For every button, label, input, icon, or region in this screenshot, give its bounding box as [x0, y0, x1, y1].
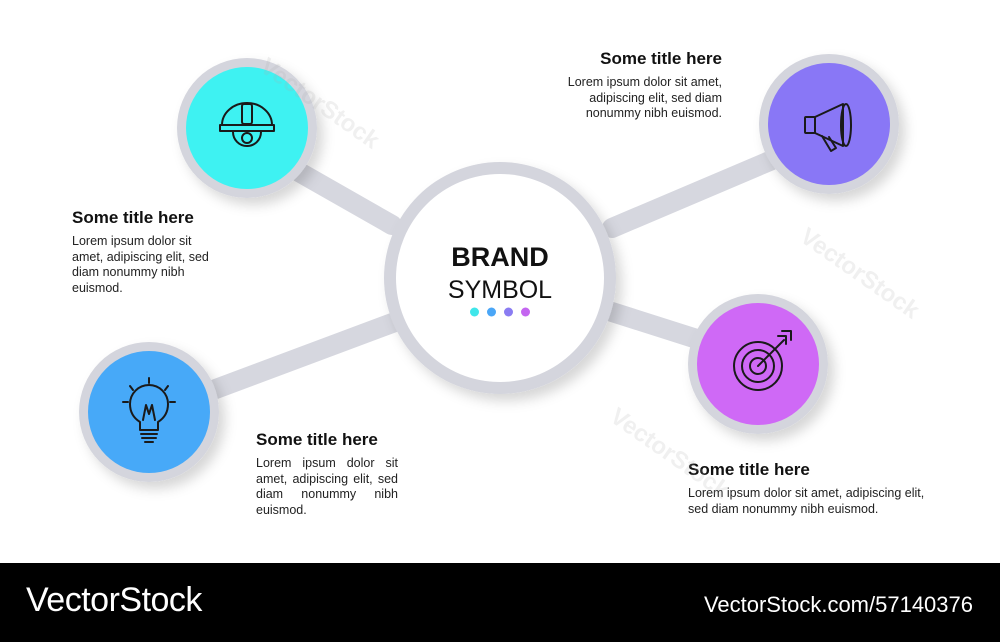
center-dot: [487, 307, 496, 317]
connector-bottom-left: [195, 312, 405, 403]
center-title: BRAND: [451, 242, 549, 272]
connectors: [195, 150, 782, 403]
text-block-construction: Some title here Lorem ipsum dolor sit am…: [72, 208, 214, 296]
lightbulb-icon: [122, 377, 176, 443]
footer-logo: VectorStock: [26, 581, 202, 619]
node-title: Some title here: [600, 49, 722, 68]
center-dot: [470, 307, 479, 317]
hardhat-gear-icon: [219, 102, 275, 147]
center-dot: [521, 307, 530, 317]
node-text: Lorem ipsum dolor sit amet, adipiscing e…: [688, 486, 925, 516]
node-text: Lorem ipsum dolor sit amet, adipiscing e…: [567, 75, 722, 120]
node-title: Some title here: [688, 460, 810, 479]
node-text: Lorem ipsum dolor sit amet, adipiscing e…: [256, 456, 398, 517]
target-dart-icon: [733, 330, 792, 391]
connector-top-left: [282, 158, 402, 235]
node-marketing: [759, 54, 899, 194]
megaphone-icon: [804, 103, 852, 152]
node-title: Some title here: [256, 430, 378, 449]
center-subtitle: SYMBOL: [448, 276, 552, 304]
node-idea: [79, 342, 219, 482]
node-construction: [177, 58, 317, 198]
connector-bottom-right: [602, 302, 710, 350]
connector-top-right: [602, 150, 782, 238]
text-block-marketing: Some title here Lorem ipsum dolor sit am…: [542, 49, 722, 122]
center-dot: [504, 307, 513, 317]
center-hub: BRAND SYMBOL: [384, 162, 616, 394]
footer-bar: VectorStock VectorStock.com/57140376: [0, 563, 1000, 642]
node-text: Lorem ipsum dolor sit amet, adipiscing e…: [72, 234, 209, 295]
center-dots: [470, 307, 530, 317]
text-block-target: Some title here Lorem ipsum dolor sit am…: [688, 460, 943, 517]
node-title: Some title here: [72, 208, 194, 227]
node-target: [688, 294, 828, 434]
diagram-art: BRAND SYMBOL: [79, 54, 899, 482]
text-block-idea: Some title here Lorem ipsum dolor sit am…: [256, 430, 398, 518]
footer-reference: VectorStock.com/57140376: [703, 592, 973, 617]
